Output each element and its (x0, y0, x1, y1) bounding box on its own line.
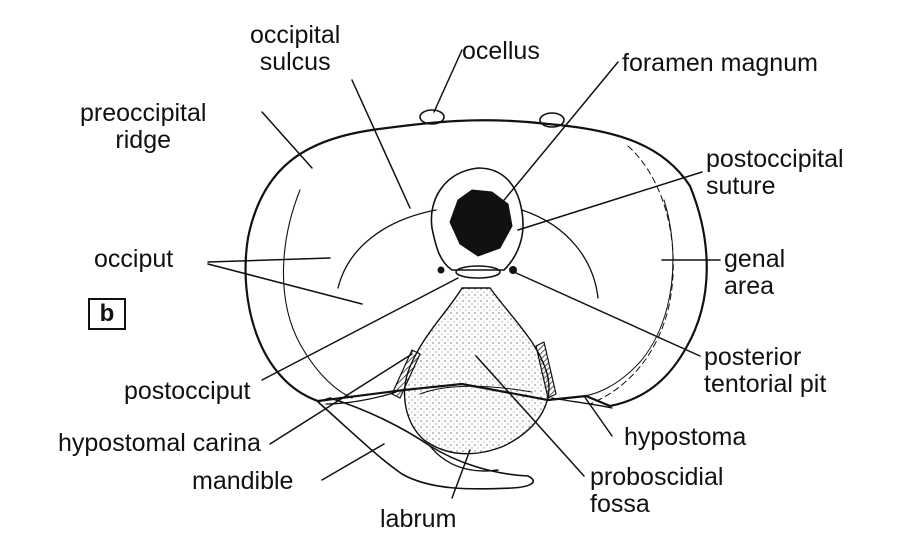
head-capsule-outline (244, 119, 708, 408)
leader-postocciput (261, 277, 459, 381)
label-preoccipital-ridge-line2: ridge (115, 126, 172, 154)
occipital-sulcus-right (521, 209, 599, 299)
ocellus-left (419, 109, 445, 125)
label-proboscidial-fossa-line1: proboscidial (590, 463, 724, 491)
preoccipital-ridge-line (282, 189, 353, 399)
mandible-shape (317, 397, 534, 490)
hypostomal-carina-line (325, 391, 397, 405)
tentorial-pit-left (437, 266, 445, 274)
labrum-shape (429, 445, 499, 472)
postocciput-ring (455, 265, 501, 279)
label-postoccipital-suture-line2: suture (706, 172, 776, 200)
proboscidial-fossa (403, 287, 550, 455)
leader-proboscidial-fossa (475, 355, 585, 477)
label-hypostomal-carina: hypostomal carina (58, 429, 261, 457)
leader-postoccipital-suture (517, 171, 703, 231)
genal-border-inner (571, 199, 674, 399)
fossa-rim-right (535, 341, 557, 399)
label-postoccipital-suture: postoccipital suture (706, 146, 844, 200)
leader-hypostomal-carina (269, 353, 413, 445)
leader-labrum (451, 449, 471, 499)
label-hypostoma: hypostoma (624, 423, 747, 451)
label-labrum: labrum (380, 505, 457, 533)
leader-mandible (321, 443, 385, 481)
hypostoma-line (551, 397, 613, 409)
label-posterior-tentorial-pit-line1: posterior (704, 343, 802, 371)
label-preoccipital-ridge-line1: preoccipital (80, 99, 207, 127)
label-occipital-sulcus-line1: occipital (250, 21, 341, 49)
label-occipital-sulcus-line2: sulcus (259, 48, 331, 76)
leader-ocellus (433, 49, 463, 113)
postoccipital-collar (430, 167, 524, 271)
label-foramen-magnum: foramen magnum (622, 49, 818, 77)
label-postoccipital-suture-line1: postoccipital (706, 145, 844, 173)
foramen-magnum (449, 189, 513, 257)
occipital-sulcus-left (337, 209, 437, 289)
leader-occipital-sulcus (351, 79, 411, 209)
leader-occiput-1 (207, 257, 331, 263)
panel-letter: b (88, 298, 126, 330)
label-proboscidial-fossa: proboscidial fossa (590, 464, 723, 518)
fossa-transverse-line (419, 385, 533, 395)
label-proboscidial-fossa-line2: fossa (590, 490, 650, 518)
leader-occiput-2 (207, 263, 363, 305)
label-ocellus: ocellus (462, 37, 540, 65)
leader-hypostoma (583, 395, 613, 437)
label-genal-area-line2: area (724, 272, 775, 300)
genal-border-dashed (589, 145, 674, 405)
ocellus-right (539, 112, 565, 128)
label-occiput: occiput (94, 245, 174, 273)
label-preoccipital-ridge: preoccipital ridge (80, 100, 206, 154)
label-postocciput: postocciput (124, 377, 251, 405)
leader-preoccipital-ridge (261, 111, 313, 169)
label-genal-area-line1: genal (724, 245, 786, 273)
label-mandible: mandible (192, 467, 294, 495)
label-posterior-tentorial-pit-line2: tentorial pit (704, 370, 827, 398)
label-occipital-sulcus: occipital sulcus (250, 22, 340, 76)
fossa-rim-left (391, 349, 421, 399)
label-genal-area: genal area (724, 246, 785, 300)
leader-posterior-tentorial-pit (513, 271, 701, 357)
label-posterior-tentorial-pit: posterior tentorial pit (704, 344, 826, 398)
leader-foramen-magnum (485, 61, 619, 223)
